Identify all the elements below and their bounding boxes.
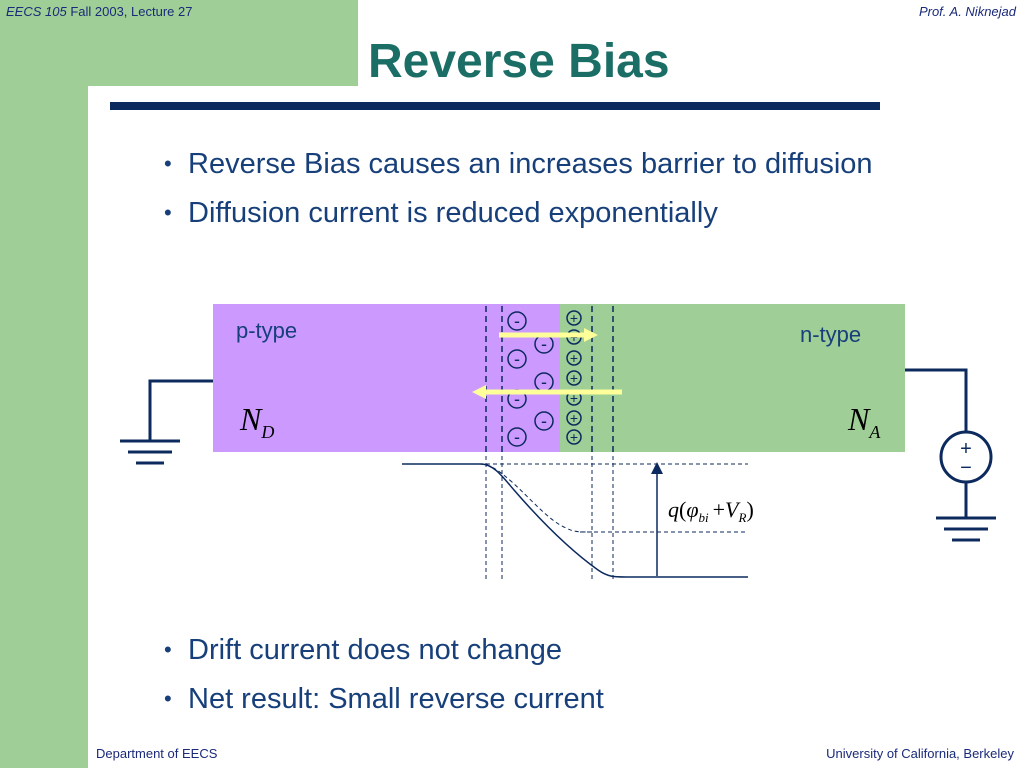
- source-plus: +: [960, 438, 972, 460]
- barrier-height-label: q(φbi+VR): [668, 497, 754, 525]
- n-type-label: n-type: [800, 322, 861, 347]
- current-arrows: [472, 328, 622, 399]
- plus-sign: +: [570, 350, 578, 366]
- minus-sign: -: [514, 311, 520, 331]
- n-region: [560, 304, 905, 452]
- na-symbol: NA: [847, 401, 881, 442]
- plus-sign: +: [570, 410, 578, 426]
- bullet-item: Drift current does not change: [160, 630, 920, 670]
- plus-sign: +: [570, 310, 578, 326]
- minus-sign: -: [514, 427, 520, 447]
- minus-sign: -: [514, 389, 520, 409]
- course-term: Fall 2003, Lecture 27: [70, 4, 193, 19]
- source-minus: −: [960, 457, 972, 479]
- bullet-list-top: Reverse Bias causes an increases barrier…: [160, 144, 920, 242]
- bias-circuit: [905, 368, 996, 542]
- minus-sign: -: [514, 349, 520, 369]
- bullet-item: Net result: Small reverse current: [160, 679, 920, 719]
- course-code: EECS 105: [6, 4, 67, 19]
- author-header: Prof. A. Niknejad: [918, 4, 1016, 19]
- minus-sign: -: [541, 334, 547, 354]
- depletion-boundaries: [485, 306, 614, 452]
- p-type-label: p-type: [236, 318, 297, 343]
- course-header: EECS 105 Fall 2003, Lecture 27: [6, 4, 192, 19]
- left-ground-wire: [120, 379, 213, 465]
- bullet-item: Diffusion current is reduced exponential…: [160, 193, 920, 233]
- plus-sign: +: [570, 429, 578, 445]
- minus-sign: -: [541, 411, 547, 431]
- negative-ions: [507, 311, 554, 447]
- energy-band-diagram: [402, 456, 748, 580]
- footer-university: University of California, Berkeley: [826, 746, 1014, 761]
- title-underline: [110, 102, 880, 110]
- bullet-item: Reverse Bias causes an increases barrier…: [160, 144, 920, 184]
- slide-title: Reverse Bias: [368, 35, 670, 88]
- footer-department: Department of EECS: [96, 746, 218, 761]
- left-accent-bar: [0, 0, 88, 768]
- minus-sign: -: [541, 372, 547, 392]
- plus-sign: +: [570, 370, 578, 386]
- nd-symbol: ND: [239, 401, 274, 442]
- top-accent-bar: [0, 0, 358, 86]
- plus-sign: +: [570, 390, 578, 406]
- bullet-list-bottom: Drift current does not change Net result…: [160, 630, 920, 728]
